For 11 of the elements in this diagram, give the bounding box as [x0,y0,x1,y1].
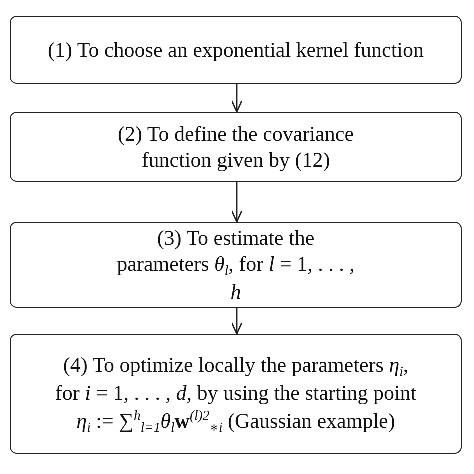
step-text: (4) To optimize locally the parameters η$_{i}$, for i = 1, . . . , d, by using the starting point η$_{i}$ := ∑$^{h}$$_{l=1}$θ$_{l}$w$^{(l)2}$$_{∗i}$ (Gaussian example) [54,352,418,436]
step-text: (1) To choose an exponential kernel function [48,36,424,64]
step-text: (2) To define the covariance function given by (12) [116,120,356,174]
arrow [231,182,243,223]
process-box [10,112,462,182]
arrow [231,84,243,113]
step-text: (3) To estimate the parameters θ$_{l}$, for l = 1, . . . , h [116,224,356,306]
process-box [10,334,462,454]
process-box [10,222,462,308]
process-box [10,16,462,84]
arrow [231,308,243,335]
